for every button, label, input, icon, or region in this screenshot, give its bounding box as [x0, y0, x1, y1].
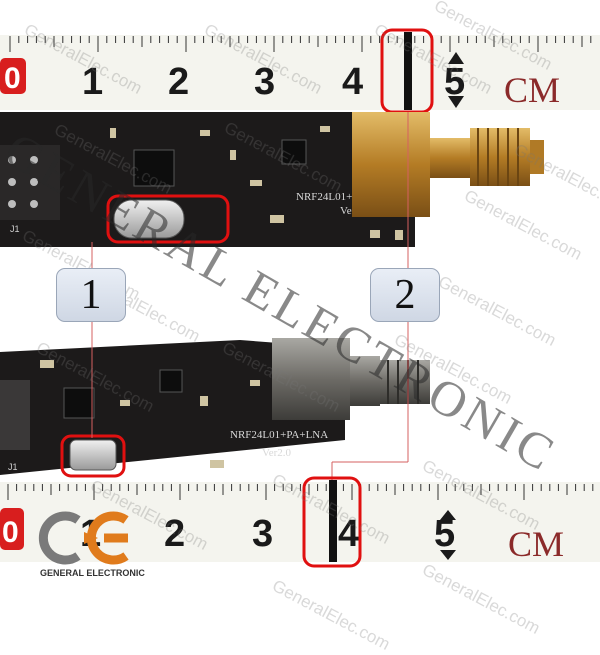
top-ruler-body: [0, 35, 600, 110]
bottom-number-5: 5: [434, 513, 455, 555]
top-sma-tip: [530, 140, 544, 174]
top-ruler: 0 1 2 3 4 5 CM: [0, 28, 600, 114]
bottom-rf-chip: [63, 387, 95, 419]
top-crystal: [113, 199, 185, 239]
top-number-3: 3: [254, 61, 275, 103]
top-ruler-ticks: [9, 36, 592, 52]
bottom-ruler: 0 1 2 3 4 5 CM: [0, 476, 600, 568]
bottom-unit-label: CM: [508, 524, 564, 564]
bottom-number-3: 3: [252, 513, 273, 555]
bottom-number-2: 2: [164, 513, 185, 555]
top-sma-nut: [430, 138, 470, 178]
bottom-crystal-highlight: [60, 434, 126, 478]
bottom-amp-chip: [159, 369, 183, 393]
top-number-5: 5: [444, 61, 465, 103]
product-photo: 0 1 2 3 4 5 CM J1 NRF24L01+PA+LNA V: [0, 28, 600, 568]
top-smd-parts: [110, 126, 403, 240]
top-sma-base: [352, 112, 430, 217]
top-zero-badge: [0, 58, 26, 94]
top-number-4: 4: [342, 61, 363, 103]
bottom-zero-label: 0: [2, 516, 19, 549]
top-sma-thread-lines: [477, 128, 519, 186]
logo: [38, 511, 129, 565]
top-zero-label: 0: [4, 62, 21, 95]
bottom-silkscreen-version: Ver2.0: [262, 447, 292, 459]
top-header-pins: [8, 156, 38, 208]
top-unit-label: CM: [504, 70, 560, 110]
bottom-sma-base: [272, 338, 350, 420]
top-amp-chip: [281, 139, 307, 165]
logo-g-icon: [38, 511, 81, 565]
top-header-label: J1: [10, 224, 20, 234]
bottom-zero-badge: [0, 508, 24, 550]
callout-2-label: 2: [394, 272, 416, 318]
top-sma-thread: [470, 128, 530, 186]
bottom-smd-parts: [40, 360, 260, 468]
bottom-header-label: J1: [8, 462, 18, 472]
logo-text: GENERAL ELECTRONIC: [40, 568, 145, 578]
bottom-number-4: 4: [338, 513, 359, 555]
bottom-ruler-ticks: [7, 484, 594, 500]
callout-1-label: 1: [80, 272, 102, 318]
bottom-sma-nut: [350, 356, 380, 406]
logo-arrow-icon: [84, 532, 98, 544]
top-measure-marker: [404, 32, 412, 110]
bottom-silkscreen-model: NRF24L01+PA+LNA: [230, 429, 328, 441]
bottom-header-pins: [0, 380, 30, 450]
top-number-2: 2: [168, 61, 189, 103]
top-crystal-highlight: [106, 194, 230, 244]
bottom-crystal: [69, 439, 117, 471]
callout-2: 2: [370, 268, 440, 322]
top-rf-chip: [133, 149, 175, 187]
bottom-highlight-box: [302, 476, 362, 568]
bottom-down-arrow-icon: [440, 550, 456, 560]
top-up-arrow-icon: [448, 52, 464, 64]
top-board: J1 NRF24L01+PA+LNA Ver1.0: [0, 112, 544, 247]
top-down-arrow-icon: [448, 96, 464, 108]
bottom-measure-marker: [329, 480, 337, 562]
bottom-board: J1 NRF24L01+PA+LNA Ver2.0: [0, 338, 430, 478]
callout-1: 1: [56, 268, 126, 322]
bottom-up-arrow-icon: [440, 510, 456, 520]
top-number-1: 1: [82, 61, 103, 103]
